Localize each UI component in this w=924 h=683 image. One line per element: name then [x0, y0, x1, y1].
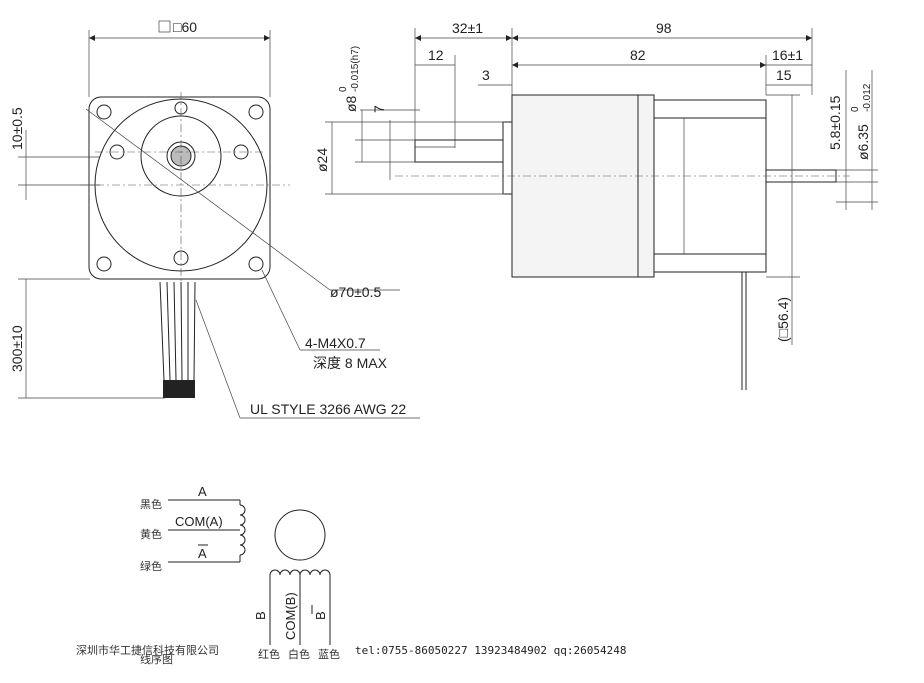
- phase-b-label: B: [253, 611, 268, 620]
- rotor-symbol: [274, 509, 326, 561]
- wire-color-yellow: 黄色: [140, 527, 162, 541]
- dim-rear-shaft-lower: -0.012: [862, 83, 873, 112]
- square-symbol: [158, 20, 171, 33]
- dim-pilot-24: ø24: [314, 148, 330, 172]
- com-a-label: COM(A): [175, 514, 223, 529]
- dim-rear-shaft: ø6.35: [855, 124, 871, 160]
- lead-wires: [159, 281, 196, 398]
- front-view: □60 ø70±0.5 10±0.: [9, 19, 420, 419]
- com-b-label: COM(B): [283, 592, 298, 640]
- dim-body-length: 98: [656, 20, 672, 36]
- contact-info: tel:0755-86050227 13923484902 qq:2605424…: [355, 644, 627, 657]
- dim-rear-shaft-upper: 0: [850, 106, 861, 112]
- side-pilot: [502, 121, 513, 195]
- dim-motor-82: 82: [630, 47, 646, 63]
- wire-color-white: 白色: [288, 647, 310, 661]
- phase-b-bar-label: B: [313, 611, 328, 620]
- dim-bolt-circle: ø70±0.5: [330, 284, 381, 300]
- side-rear-section: [653, 99, 767, 273]
- dim-flat-12: 12: [428, 47, 444, 63]
- wire-color-blue: 蓝色: [318, 647, 340, 661]
- wiring-diagram: 黑色 黄色 绿色 A COM(A) A B COM(B) B 红色 白色 蓝色 …: [140, 484, 340, 666]
- wire-spec: UL STYLE 3266 AWG 22: [250, 401, 406, 417]
- dim-flat-7: 7: [371, 105, 387, 113]
- diagram-caption: 线序图: [140, 652, 173, 666]
- screw-depth: 深度 8 MAX: [313, 355, 388, 371]
- side-motor-body: [511, 94, 655, 278]
- dim-side-square: (□56.4): [775, 297, 791, 342]
- wire-color-red: 红色: [258, 647, 280, 661]
- dim-lead-length: 300±10: [9, 325, 25, 372]
- dim-rear-flat: 5.8±0.15: [827, 95, 843, 150]
- dim-shaft-8: ø8: [343, 95, 359, 112]
- dim-step-3: 3: [482, 67, 490, 83]
- phase-a-bar-label: A: [198, 546, 207, 561]
- dim-square-60: □60: [173, 19, 197, 35]
- dim-rear-15: 15: [776, 67, 792, 83]
- wire-color-green: 绿色: [140, 559, 162, 573]
- dim-offset-10: 10±0.5: [9, 107, 25, 150]
- phase-a-label: A: [198, 484, 207, 499]
- mounting-holes: [96, 101, 264, 272]
- screw-spec: 4-M4X0.7: [305, 335, 366, 351]
- company-name: 深圳市华工捷信科技有限公司: [76, 643, 219, 657]
- footer: 深圳市华工捷信科技有限公司 tel:0755-86050227 13923484…: [76, 643, 627, 657]
- dim-shaft-8-lower: -0.015(h7): [350, 46, 361, 92]
- dim-shaft-ext: 32±1: [452, 20, 483, 36]
- front-flange: [88, 96, 271, 280]
- wire-color-black: 黑色: [140, 497, 162, 511]
- dim-rear-16: 16±1: [772, 47, 803, 63]
- side-front-shaft: [414, 139, 504, 163]
- side-view: 32±1 98 12 82 16±1 15 3: [314, 20, 878, 390]
- dim-shaft-8-upper: 0: [338, 86, 349, 92]
